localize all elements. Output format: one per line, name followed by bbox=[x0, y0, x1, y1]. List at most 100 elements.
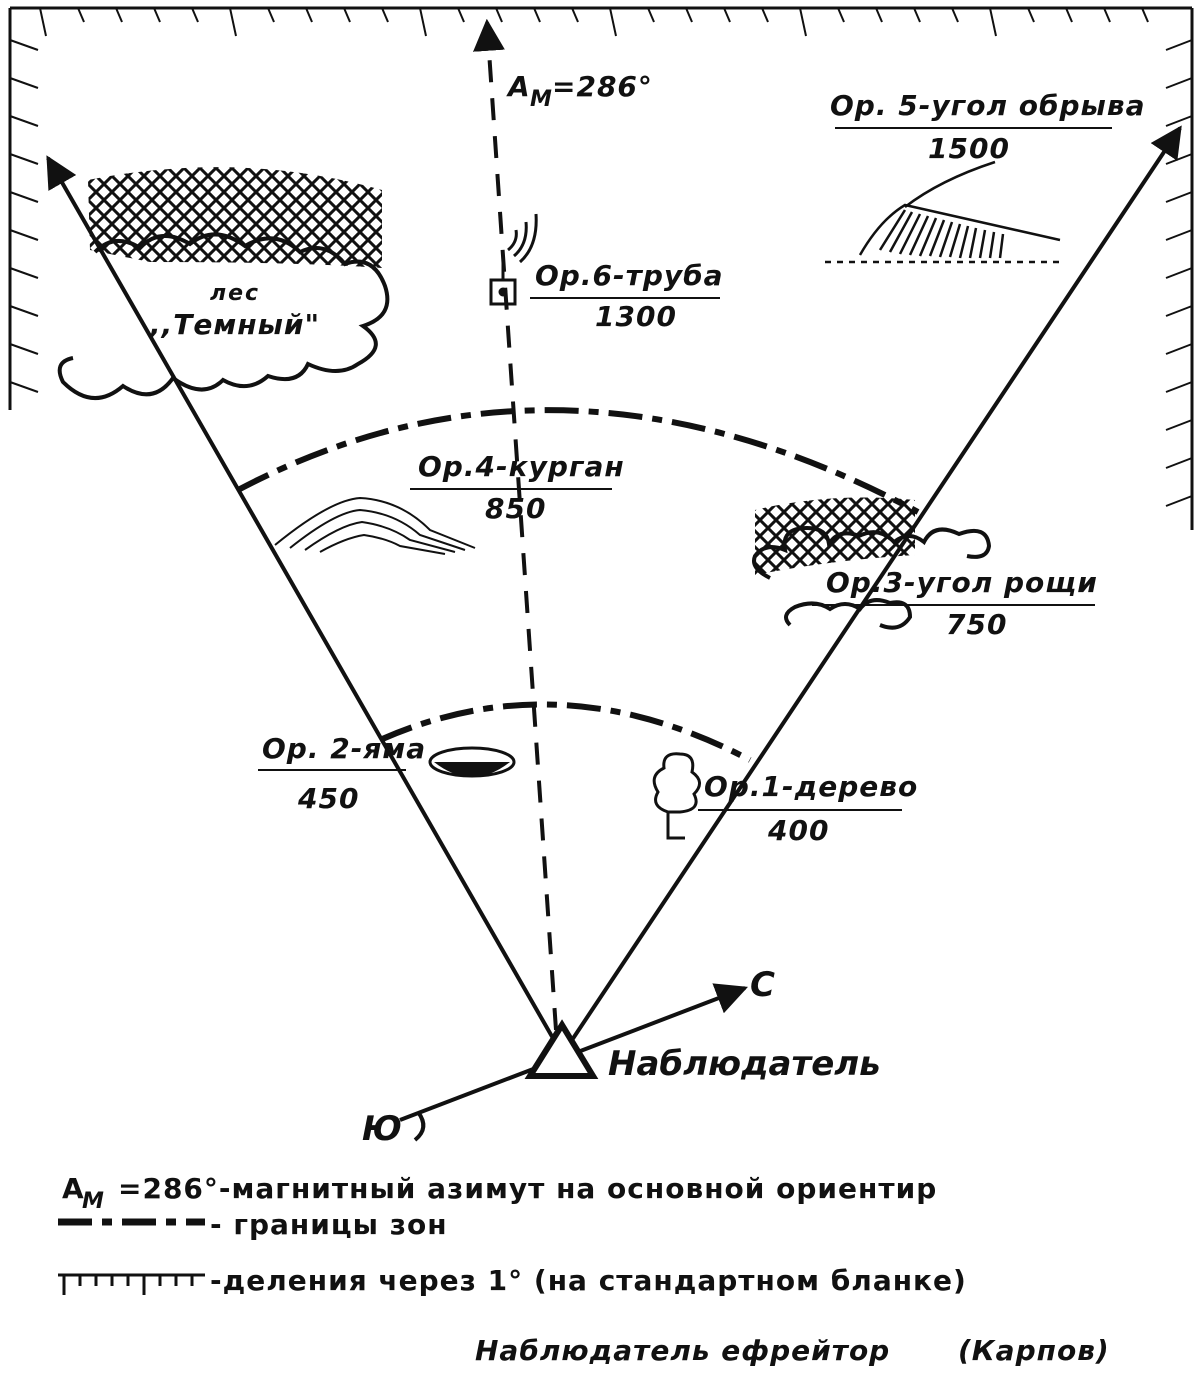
legend-zones: - границы зон bbox=[58, 1208, 448, 1241]
frame-tick bbox=[1165, 39, 1193, 51]
forest-dark-symbol bbox=[57, 167, 390, 401]
frame-tick bbox=[457, 7, 465, 23]
frame-tick bbox=[9, 153, 39, 165]
frame-tick bbox=[1165, 495, 1193, 507]
azimuth-label: A M =286° bbox=[506, 70, 653, 112]
landmark-3-label: Ор.3-угол рощи 750 bbox=[812, 566, 1098, 641]
frame-tick bbox=[39, 7, 47, 37]
frame-tick bbox=[1065, 7, 1073, 23]
frame-tick bbox=[305, 7, 313, 23]
svg-text:лес: лес bbox=[210, 281, 260, 306]
svg-text:Наблюдатель ефрейтор: Наблюдатель ефрейтор bbox=[475, 1334, 890, 1367]
frame-tick bbox=[951, 7, 959, 23]
left-sector-ray bbox=[46, 155, 556, 1041]
frame-tick bbox=[191, 7, 199, 23]
near-zone-boundary bbox=[378, 701, 752, 763]
frame-tick bbox=[1165, 229, 1193, 241]
svg-text:A: A bbox=[62, 1172, 85, 1205]
svg-text:Ор.1-дерево: Ор.1-дерево bbox=[704, 770, 918, 803]
frame-tick bbox=[9, 343, 39, 355]
frame-tick bbox=[381, 7, 389, 23]
observer-label: Наблюдатель bbox=[608, 1044, 881, 1084]
frame-tick bbox=[9, 191, 39, 203]
legend-divisions: -деления через 1° (на стандартном бланке… bbox=[58, 1264, 967, 1297]
frame-tick bbox=[723, 7, 731, 23]
svg-text:- границы зон: - границы зон bbox=[210, 1208, 448, 1241]
frame-tick bbox=[1165, 457, 1193, 469]
frame-tick bbox=[647, 7, 655, 23]
frame-tick bbox=[913, 7, 921, 23]
sector-rays bbox=[46, 18, 1182, 1042]
zone-boundaries bbox=[236, 407, 920, 763]
legend-azimuth: A M =286°-магнитный азимут на основной о… bbox=[62, 1172, 936, 1214]
mound-symbol bbox=[274, 496, 476, 555]
frame-tick bbox=[1165, 77, 1193, 89]
frame-tick bbox=[799, 7, 807, 37]
frame-tick bbox=[9, 39, 39, 51]
pit-symbol bbox=[428, 746, 516, 778]
frame-tick bbox=[1165, 115, 1193, 127]
svg-text:=286°: =286° bbox=[552, 70, 653, 103]
frame-tick bbox=[685, 7, 693, 23]
frame-tick bbox=[761, 7, 769, 23]
frame-tick bbox=[875, 7, 883, 23]
frame-tick bbox=[1165, 343, 1193, 355]
frame-tick bbox=[1165, 419, 1193, 431]
svg-text:M: M bbox=[82, 1189, 106, 1214]
frame-tick bbox=[1103, 7, 1111, 23]
frame-tick bbox=[153, 7, 161, 23]
chimney-symbol bbox=[489, 213, 538, 306]
svg-text:Ор.3-угол рощи: Ор.3-угол рощи bbox=[826, 566, 1098, 599]
azimuth-ray bbox=[473, 18, 558, 1031]
svg-text:(Карпов): (Карпов) bbox=[958, 1334, 1110, 1367]
frame-tick bbox=[533, 7, 541, 23]
frame-tick bbox=[9, 305, 39, 317]
frame-tick bbox=[9, 229, 39, 241]
frame-tick bbox=[609, 7, 617, 37]
frame-tick bbox=[1027, 7, 1035, 23]
frame-tick bbox=[419, 7, 427, 37]
frame-tick bbox=[267, 7, 275, 23]
grove-symbol bbox=[752, 497, 992, 630]
frame-tick bbox=[1165, 191, 1193, 203]
tree-symbol bbox=[652, 752, 701, 840]
svg-text:750: 750 bbox=[946, 608, 1007, 641]
frame-tick bbox=[1165, 153, 1193, 165]
svg-text:,,Темный": ,,Темный" bbox=[149, 308, 320, 341]
frame-tick bbox=[9, 115, 39, 127]
frame-tick bbox=[9, 381, 39, 393]
landmark-5-label: Ор. 5-угол обрыва 1500 bbox=[830, 89, 1145, 165]
svg-text:-деления через 1° (на стандарт: -деления через 1° (на стандартном бланке… bbox=[210, 1264, 967, 1297]
frame-tick bbox=[989, 7, 997, 37]
svg-text:Ор. 5-угол обрыва: Ор. 5-угол обрыва bbox=[830, 89, 1145, 122]
frame-tick bbox=[9, 77, 39, 89]
frame-tick bbox=[343, 7, 351, 23]
svg-text:450: 450 bbox=[297, 782, 359, 815]
forest-label: лес ,,Темный" bbox=[149, 281, 320, 341]
svg-text:A: A bbox=[506, 70, 531, 103]
svg-text:1300: 1300 bbox=[595, 300, 677, 333]
frame-tick bbox=[77, 7, 85, 23]
svg-text:850: 850 bbox=[485, 492, 546, 525]
svg-text:1500: 1500 bbox=[928, 132, 1010, 165]
svg-text:Ор.6-труба: Ор.6-труба bbox=[535, 259, 724, 292]
frame-tick bbox=[1165, 267, 1193, 279]
frame-tick bbox=[837, 7, 845, 23]
landmark-2-label: Ор. 2-яма 450 bbox=[258, 732, 426, 815]
far-zone-boundary bbox=[236, 407, 920, 515]
svg-text:M: M bbox=[530, 87, 554, 112]
frame-tick bbox=[1141, 7, 1149, 23]
observer-triangle bbox=[524, 1019, 599, 1079]
cliff-edge-symbol bbox=[825, 160, 1061, 264]
landmark-1-label: Ор.1-дерево 400 bbox=[698, 770, 918, 847]
frame-tick bbox=[115, 7, 123, 23]
right-sector-ray bbox=[570, 125, 1182, 1042]
frame-tick bbox=[495, 7, 503, 23]
frame-tick bbox=[1165, 381, 1193, 393]
legend: A M =286°-магнитный азимут на основной о… bbox=[58, 1172, 967, 1297]
frame-tick bbox=[9, 267, 39, 279]
signature: Наблюдатель ефрейтор (Карпов) bbox=[475, 1334, 1110, 1367]
svg-text:Ор. 2-яма: Ор. 2-яма bbox=[262, 732, 426, 765]
